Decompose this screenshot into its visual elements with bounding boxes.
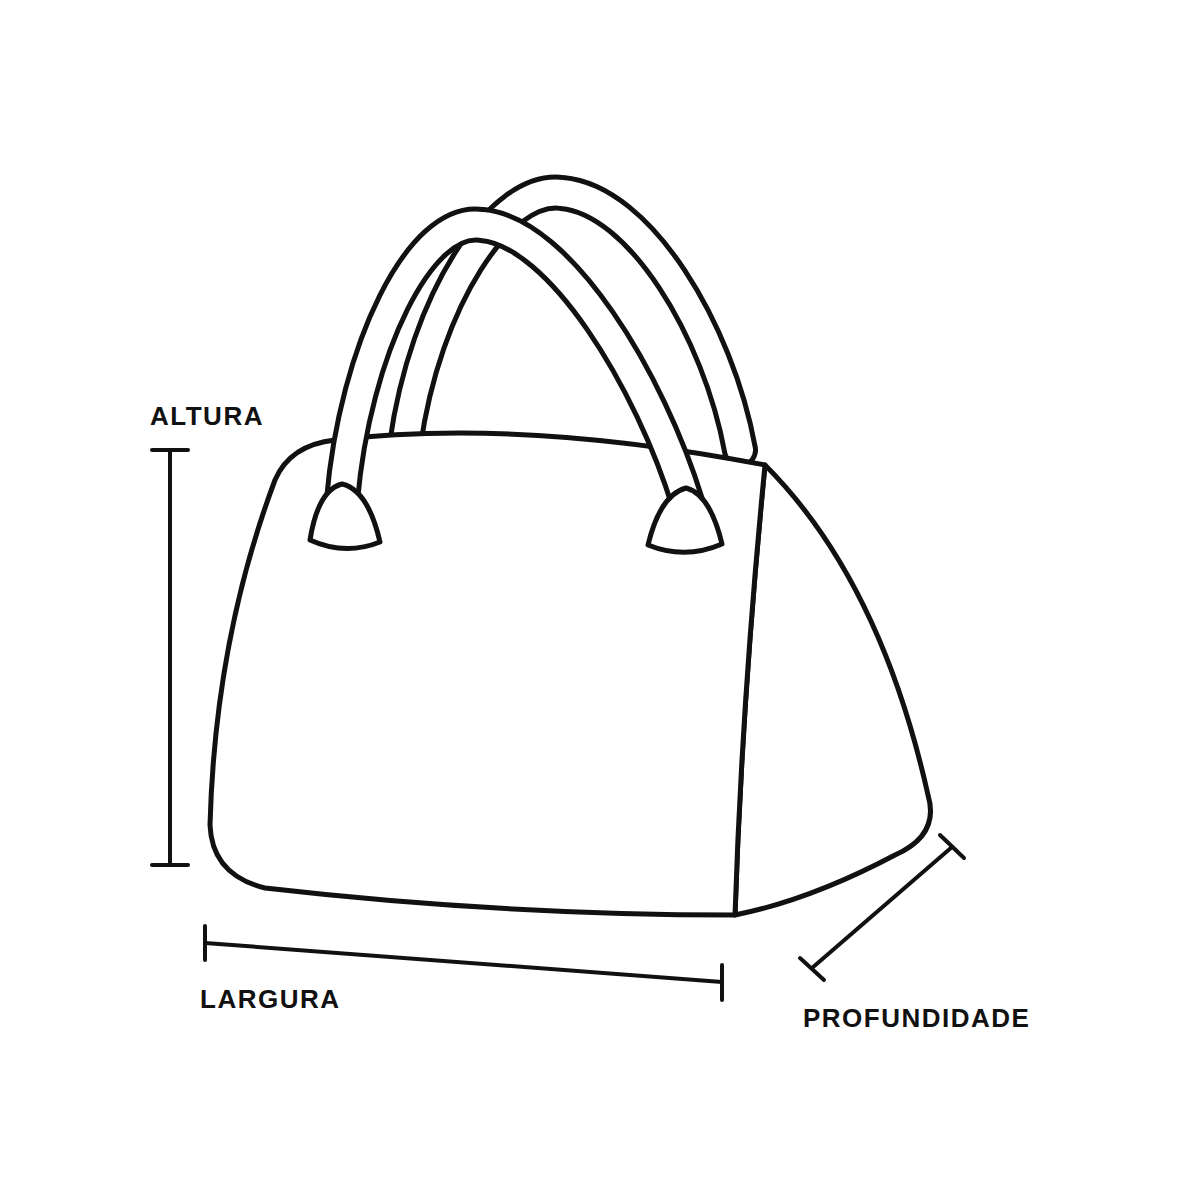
dimension-label: PROFUNDIDADE <box>803 1005 1030 1031</box>
dimension-label: ALTURA <box>150 403 264 429</box>
front-handle <box>342 224 688 505</box>
depth-dimension <box>800 835 964 980</box>
handle-cap <box>310 484 380 549</box>
bag-side-panel <box>735 465 931 915</box>
handle-cap <box>648 488 722 552</box>
height-dimension <box>152 450 188 865</box>
front-handle-fill <box>342 224 688 505</box>
bag-front <box>210 433 765 915</box>
dimension-label: LARGURA <box>200 986 341 1012</box>
